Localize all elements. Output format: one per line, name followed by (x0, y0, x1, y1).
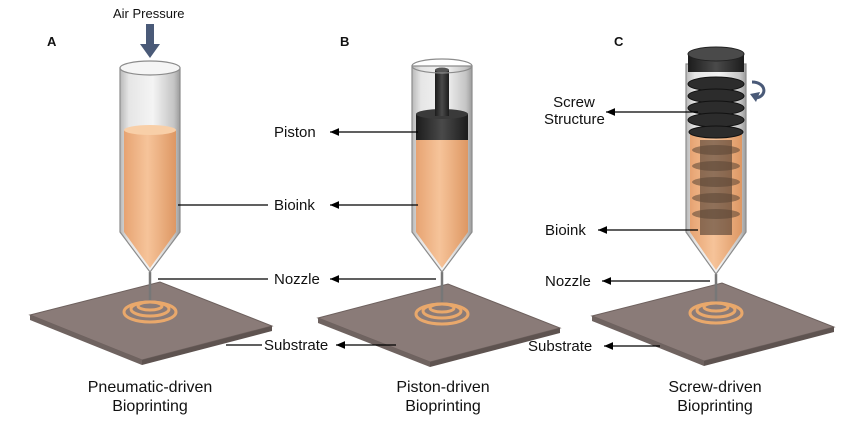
caption-a-line1: Pneumatic-driven (87, 379, 213, 396)
printed-coil-c (688, 301, 744, 325)
piston-label: Piston (274, 124, 316, 141)
caption-c-line1: Screw-driven (668, 379, 762, 396)
bioink-b (416, 138, 468, 268)
bioink-label-a: Bioink (274, 197, 315, 214)
caption-b: Piston-driven Bioprinting (353, 378, 533, 416)
screw-thread (687, 76, 745, 139)
leader-lines (158, 108, 710, 350)
panel-a-device (28, 24, 274, 365)
piston-rod (435, 70, 449, 116)
nozzle-label-c: Nozzle (545, 273, 591, 290)
caption-c: Screw-driven Bioprinting (625, 378, 805, 416)
printed-coil-a (122, 300, 178, 324)
caption-a-line2: Bioprinting (112, 398, 188, 415)
caption-c-line2: Bioprinting (677, 398, 753, 415)
caption-b-line2: Bioprinting (405, 398, 481, 415)
panel-label-a: A (47, 34, 57, 49)
screw-shaft (700, 140, 732, 235)
rotation-arrow (751, 80, 766, 100)
caption-a: Pneumatic-driven Bioprinting (60, 378, 240, 416)
air-pressure-label: Air Pressure (113, 6, 185, 21)
screw-label-line2: Structure (544, 111, 605, 128)
screw-structure-label: Screw Structure (544, 94, 605, 128)
caption-b-line1: Piston-driven (396, 379, 490, 396)
bioink-a (124, 130, 176, 268)
air-pressure-arrow (140, 24, 160, 58)
screw-label-line1: Screw (553, 94, 595, 111)
bioink-label-c: Bioink (545, 222, 586, 239)
panel-label-c: C (614, 34, 624, 49)
nozzle-label-a: Nozzle (274, 271, 320, 288)
panel-label-b: B (340, 34, 350, 49)
printed-coil-b (414, 302, 470, 326)
substrate-label-c: Substrate (528, 338, 593, 355)
panel-b-device (316, 58, 562, 367)
panel-c-device (590, 46, 836, 366)
substrate-label-a: Substrate (264, 337, 329, 354)
